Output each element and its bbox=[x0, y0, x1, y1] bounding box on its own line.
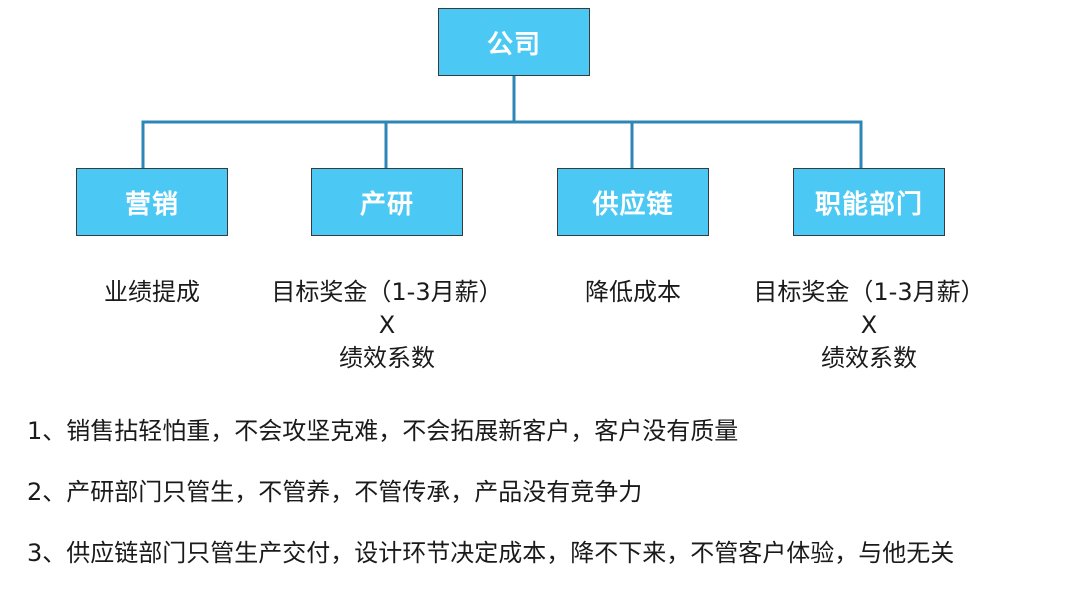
dept-incentive-rnd: 目标奖金（1-3月薪） X 绩效系数 bbox=[237, 276, 537, 375]
root-node-company: 公司 bbox=[438, 8, 590, 76]
incentive-line: X bbox=[860, 311, 878, 339]
dept-node-marketing: 营销 bbox=[76, 168, 228, 236]
dept-node-supply-chain: 供应链 bbox=[557, 168, 709, 236]
dept-node-label: 职能部门 bbox=[814, 189, 923, 220]
incentive-line: 绩效系数 bbox=[339, 344, 435, 372]
incentive-line: 目标奖金（1-3月薪） bbox=[271, 278, 503, 306]
problem-note: 3、供应链部门只管生产交付，设计环节决定成本，降不下来，不管客户体验，与他无关 bbox=[27, 539, 955, 567]
incentive-line: 绩效系数 bbox=[821, 344, 917, 372]
dept-node-label: 产研 bbox=[359, 189, 414, 220]
problem-note: 1、销售拈轻怕重，不会攻坚克难，不会拓展新客户，客户没有质量 bbox=[27, 417, 739, 445]
incentive-line: 业绩提成 bbox=[104, 278, 200, 306]
incentive-line: X bbox=[378, 311, 396, 339]
dept-node-label: 供应链 bbox=[592, 189, 674, 220]
dept-node-functional: 职能部门 bbox=[793, 168, 945, 236]
dept-incentive-marketing: 业绩提成 bbox=[2, 276, 302, 309]
dept-node-rnd: 产研 bbox=[311, 168, 463, 236]
problem-note: 2、产研部门只管生，不管养，不管传承，产品没有竞争力 bbox=[27, 478, 643, 506]
dept-node-label: 营销 bbox=[124, 189, 179, 220]
dept-incentive-functional: 目标奖金（1-3月薪） X 绩效系数 bbox=[719, 276, 1019, 375]
problem-notes-list: 1、销售拈轻怕重，不会攻坚克难，不会拓展新客户，客户没有质量 2、产研部门只管生… bbox=[27, 414, 1077, 597]
incentive-line: 目标奖金（1-3月薪） bbox=[753, 278, 985, 306]
incentive-line: 降低成本 bbox=[585, 278, 681, 306]
root-node-label: 公司 bbox=[486, 29, 541, 60]
dept-incentive-supply-chain: 降低成本 bbox=[483, 276, 783, 309]
